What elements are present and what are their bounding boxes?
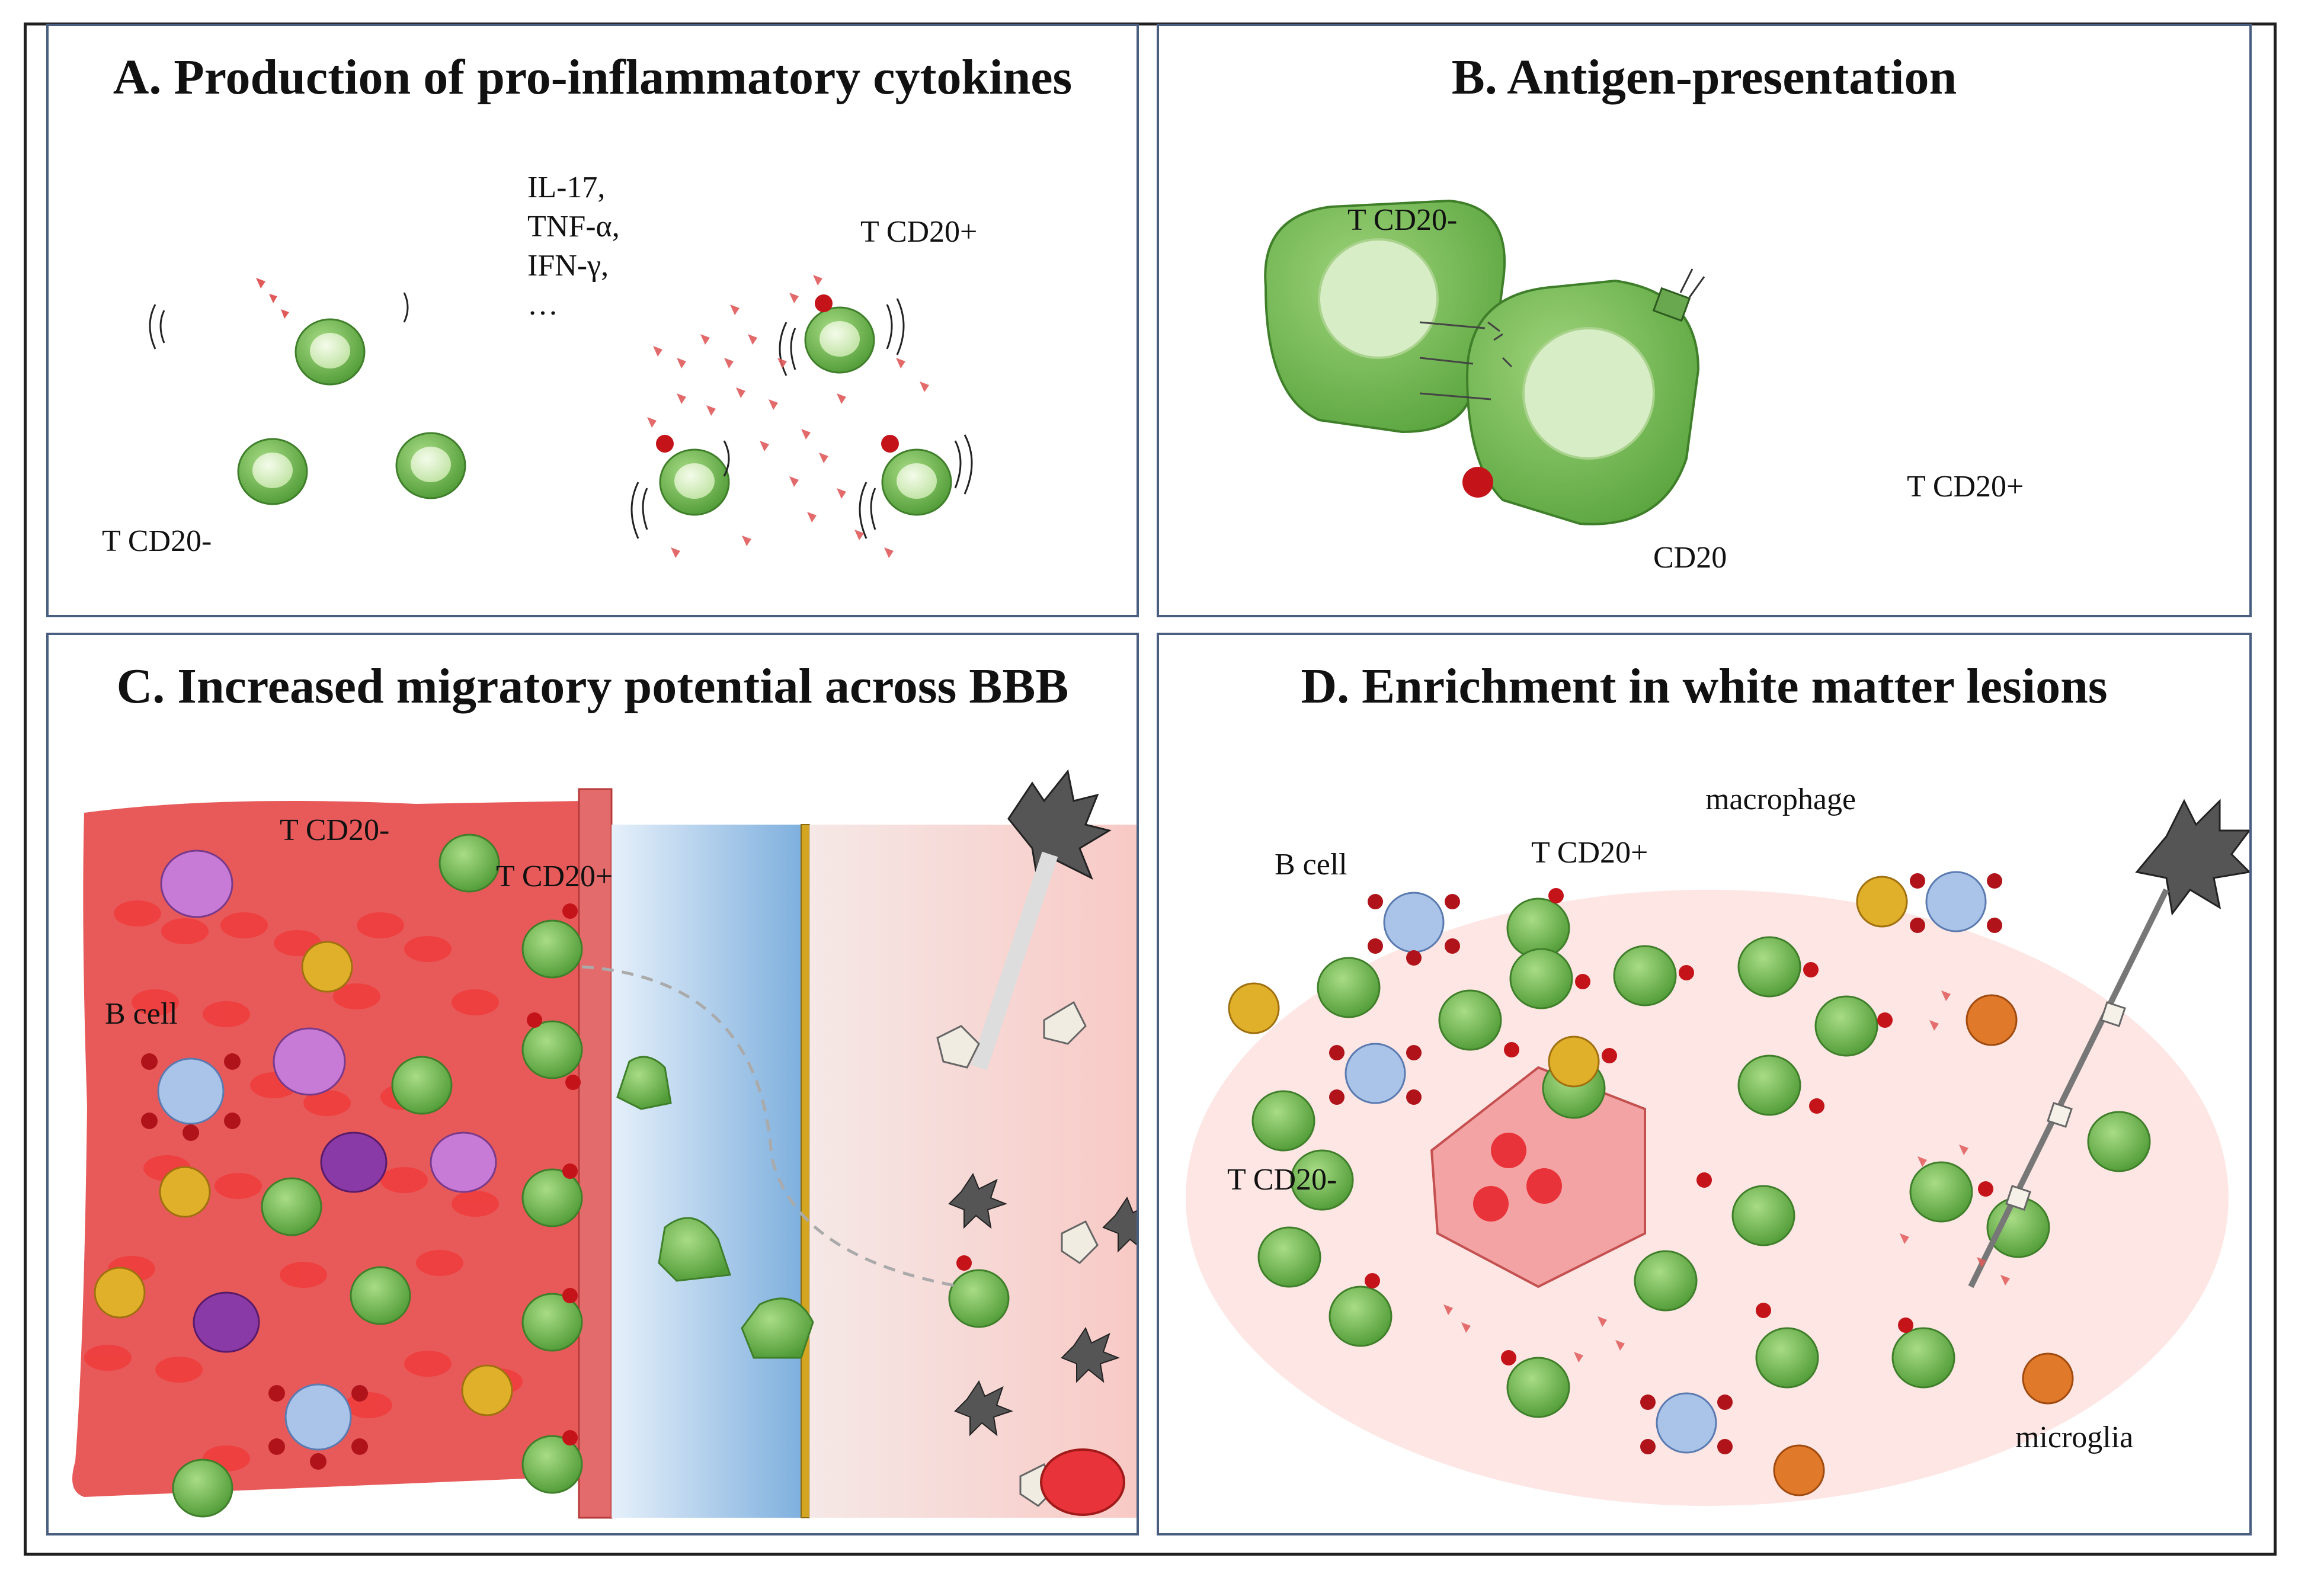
panel-b-illustration — [1264, 199, 1705, 525]
t-cell-resting — [149, 292, 409, 386]
label-t-cd20-pos: T CD20+ — [860, 215, 978, 249]
astrocyte-end-feet — [801, 824, 810, 1518]
label-microglia: microglia — [2015, 1421, 2134, 1454]
panel-a-title: A. Production of pro-inflammatory cytoki… — [113, 50, 1073, 105]
label-t-cd20-pos: T CD20+ — [1531, 836, 1648, 870]
cytokine-item: IFN-γ, — [527, 249, 609, 283]
t-cell-resting — [237, 438, 308, 505]
panel-b-title: B. Antigen-presentation — [1451, 50, 1957, 105]
t-cells-in-vessel — [172, 834, 583, 1518]
lesion-area — [1186, 890, 2229, 1506]
panel-d: D. Enrichment in white matter lesions — [1157, 633, 2252, 1535]
t-cell-resting — [395, 432, 466, 499]
cytokine-item: IL-17, — [527, 171, 606, 204]
label-macrophage: macrophage — [1705, 783, 1856, 816]
cytokine-particles — [1443, 990, 2010, 1363]
b-cells — [1329, 871, 2002, 1454]
label-t-cd20-neg: T CD20- — [102, 524, 212, 558]
label-t-cd20-neg: T CD20- — [280, 813, 390, 847]
panel-c-title: C. Increased migratory potential across … — [116, 659, 1069, 714]
panel-b: B. Antigen-presentation T CD20- T CD20+ … — [1157, 24, 2252, 617]
macrophages — [94, 941, 513, 1416]
cd20-markers — [527, 903, 972, 1445]
label-t-cd20-neg: T CD20- — [1227, 1163, 1337, 1197]
label-b-cell: B cell — [1275, 848, 1347, 881]
migrating-t-cells — [616, 1056, 1010, 1359]
capillary-rbc — [1040, 1448, 1125, 1516]
t-cell-activated — [779, 294, 905, 376]
t-cell-cd20-pos — [1462, 268, 1705, 525]
t-cell-activated — [630, 435, 730, 539]
cytokine-list: IL-17, TNF-α, IFN-γ, … — [527, 168, 620, 325]
label-t-cd20-pos: T CD20+ — [1907, 470, 2024, 504]
label-cd20: CD20 — [1653, 541, 1727, 575]
panel-a: A. Production of pro-inflammatory cytoki… — [46, 24, 1139, 617]
immune-synapse — [1419, 321, 1513, 400]
label-b-cell: B cell — [105, 997, 178, 1031]
cytokine-item: TNF-α, — [527, 210, 620, 243]
neuron — [1968, 799, 2249, 1288]
neuron — [971, 769, 1112, 1070]
microglia — [1773, 994, 2074, 1496]
bbb-layer — [612, 825, 801, 1518]
microglia-cells — [948, 1172, 1137, 1437]
t-cell-activated — [859, 434, 973, 539]
vessel-cross-section — [1430, 1066, 1646, 1288]
panel-c: C. Increased migratory potential across … — [46, 633, 1139, 1535]
label-t-cd20-neg: T CD20- — [1347, 203, 1458, 237]
b-cells — [141, 1053, 368, 1470]
migration-path — [581, 965, 962, 1288]
cytokine-item: … — [527, 288, 558, 322]
cytokine-cluster — [647, 275, 929, 558]
panel-d-title: D. Enrichment in white matter lesions — [1301, 659, 2108, 714]
cytokine-particles — [256, 278, 289, 319]
panel-c-illustration — [72, 769, 1137, 1519]
t-cells — [1251, 897, 2151, 1418]
cd20-markers — [1365, 888, 1993, 1365]
endothelium — [578, 788, 613, 1519]
macrophages — [1228, 876, 1908, 1088]
apc-cell — [1264, 199, 1506, 434]
figure-frame — [24, 23, 2277, 1556]
label-t-cd20-pos: T CD20+ — [496, 860, 613, 893]
panel-d-illustration — [1186, 799, 2249, 1506]
plasma-cells — [160, 849, 497, 1353]
panel-a-illustration — [149, 275, 973, 558]
